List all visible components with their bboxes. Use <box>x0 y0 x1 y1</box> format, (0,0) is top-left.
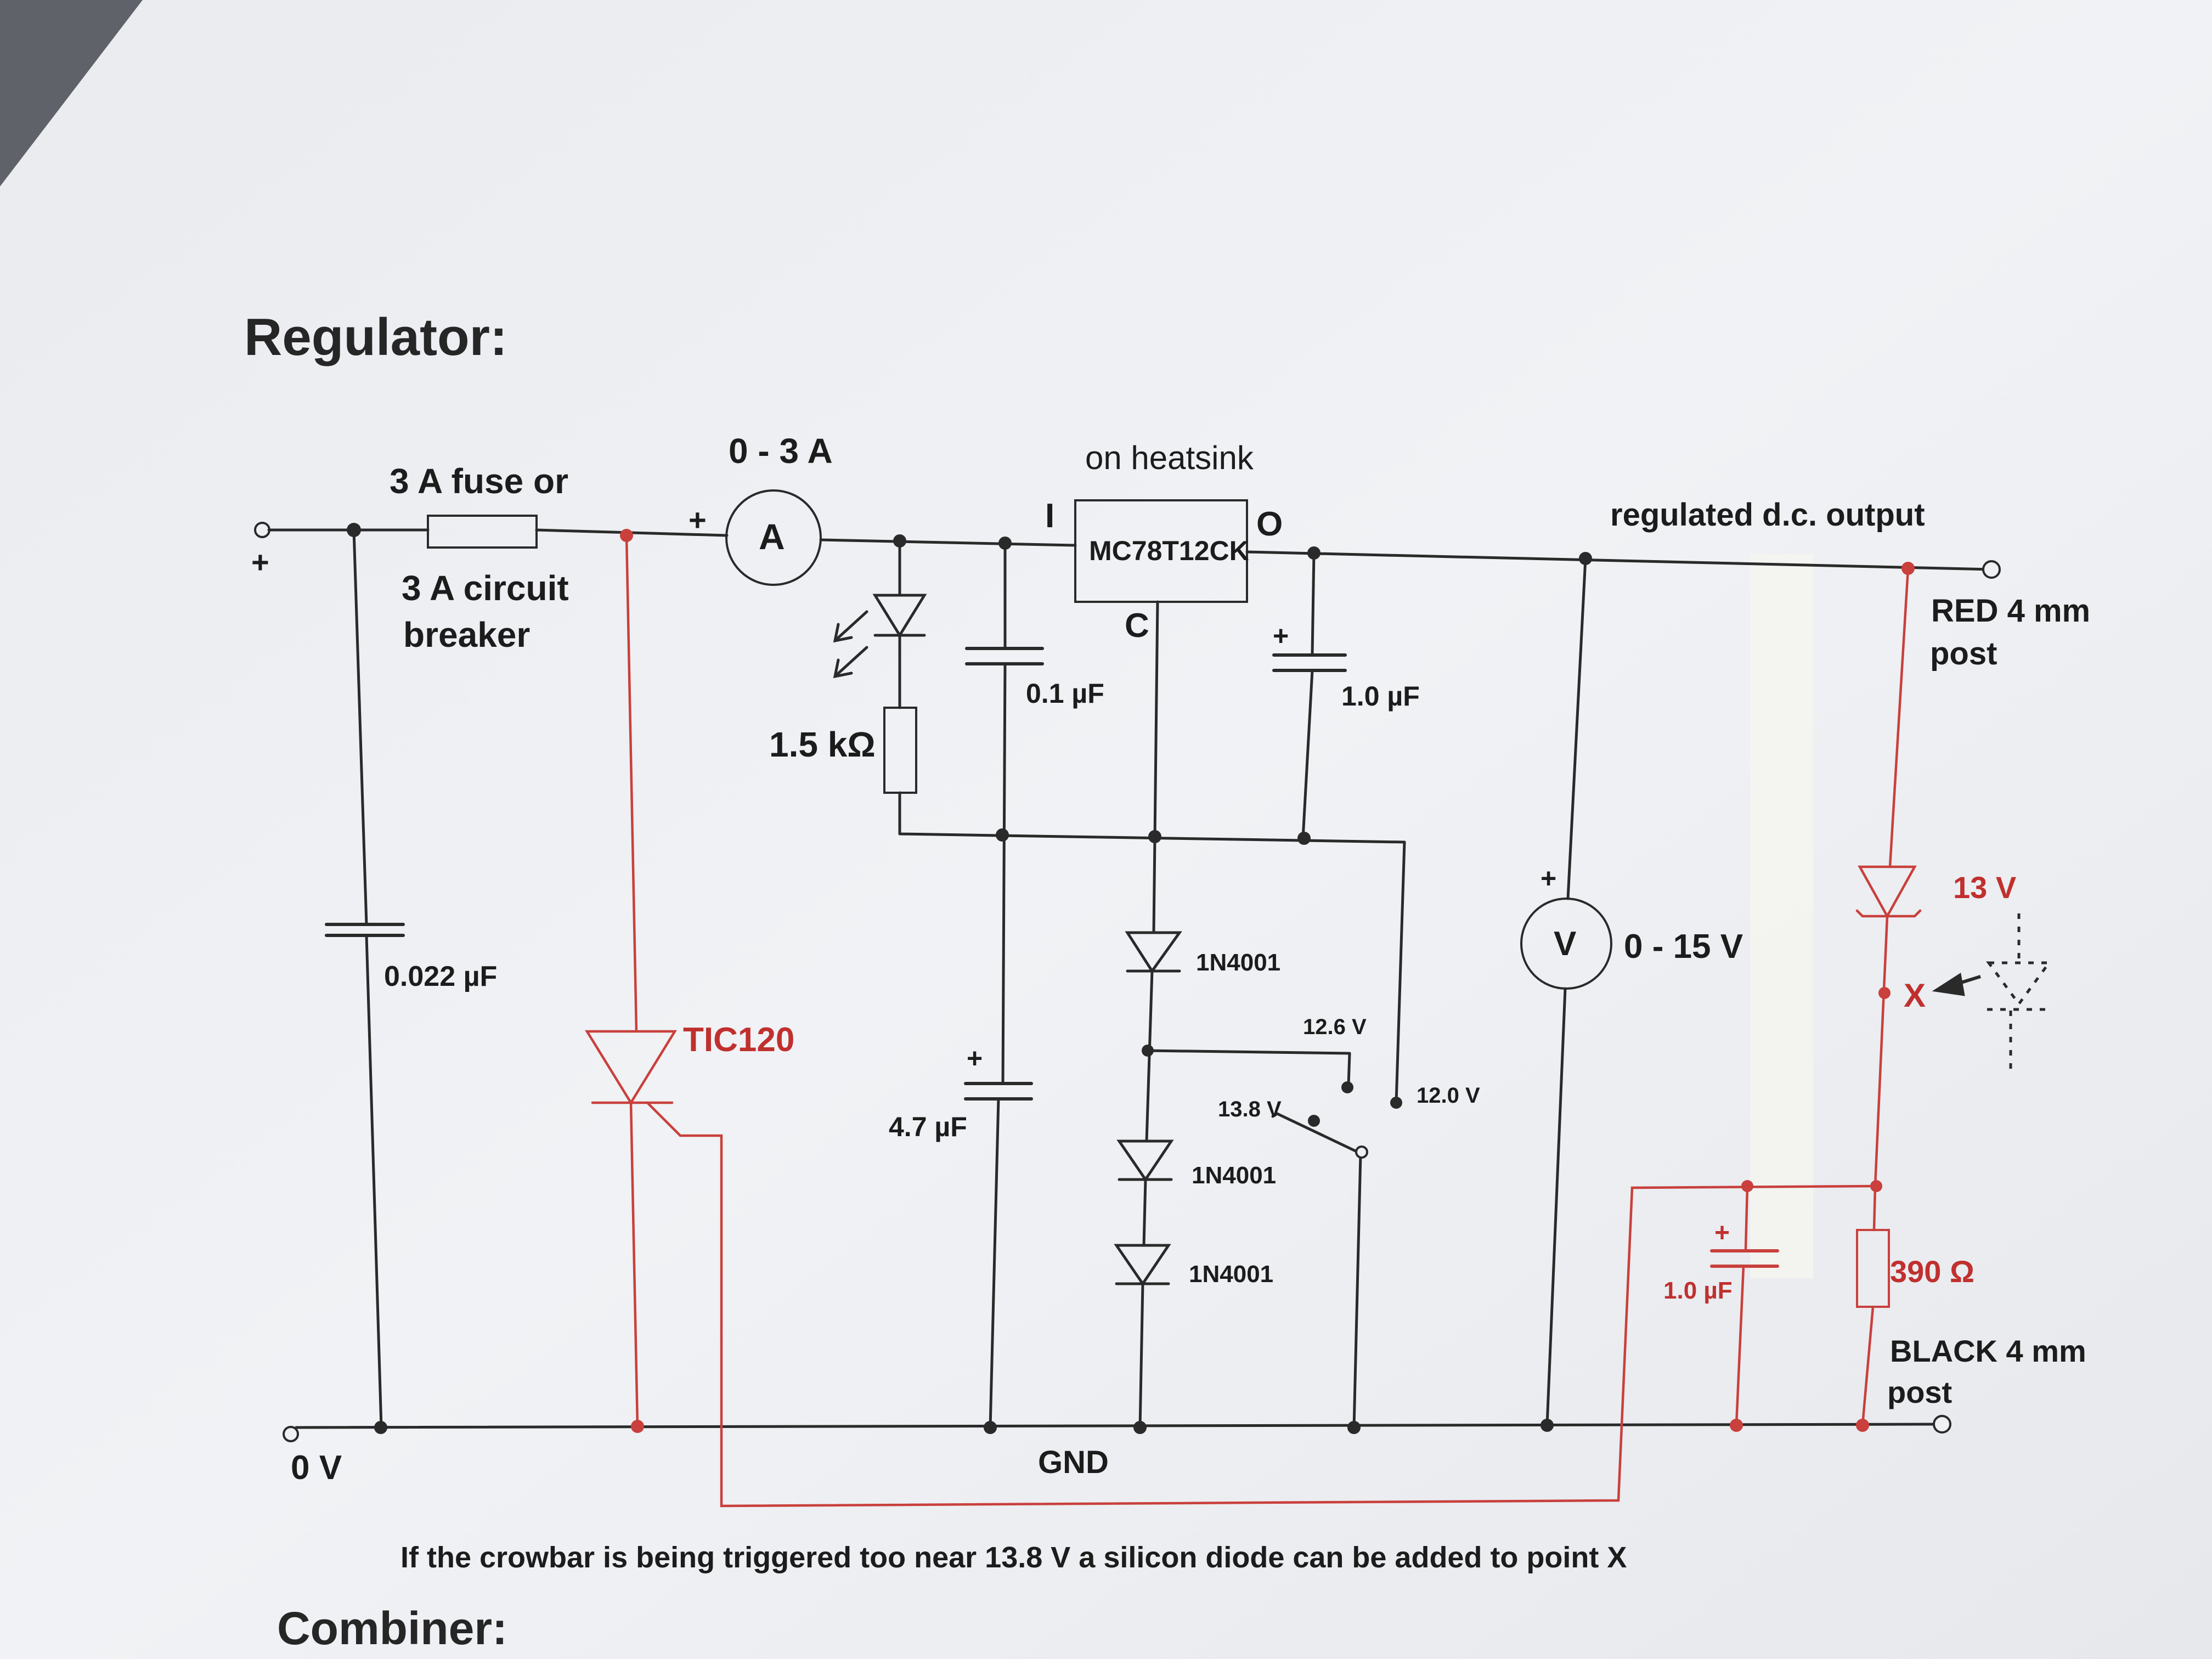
cap-10-crowbar-label: 1.0 µF <box>1663 1277 1733 1304</box>
resistor-15k-label: 1.5 kΩ <box>769 725 876 764</box>
regulator-common-label: C <box>1125 607 1149 645</box>
tape-strip <box>1750 554 1813 1278</box>
ammeter-circle <box>725 489 822 586</box>
cap-47-label: 4.7 µF <box>889 1111 967 1142</box>
output-terminal <box>1982 560 2001 579</box>
zero-v-label: 0 V <box>291 1449 342 1487</box>
red-post-label-1: RED 4 mm <box>1931 593 2091 629</box>
thyristor-label: TIC120 <box>683 1021 795 1059</box>
point-x-label: X <box>1904 977 1926 1014</box>
black-wires <box>254 489 2001 1442</box>
combiner-heading: Combiner: <box>277 1602 507 1654</box>
cap-0022-label: 0.022 µF <box>384 961 498 992</box>
voltmeter-range: 0 - 15 V <box>1624 928 1743 966</box>
diode-3-label: 1N4001 <box>1189 1261 1274 1288</box>
regulator-part: MC78T12CK <box>1089 535 1249 566</box>
input-plus: + <box>251 545 269 579</box>
cap-plus-a: + <box>1273 620 1289 651</box>
ammeter-range: 0 - 3 A <box>729 431 833 471</box>
diode-1-label: 1N4001 <box>1196 949 1281 976</box>
ground-terminal-left <box>283 1426 299 1442</box>
cap-10-out-label: 1.0 µF <box>1341 681 1420 712</box>
voltmeter-symbol: V <box>1554 925 1577 963</box>
cap-01-label: 0.1 µF <box>1026 678 1104 709</box>
heatsink-label: on heatsink <box>1085 439 1254 476</box>
regulator-output-label: O <box>1256 505 1283 543</box>
tap-120-label: 12.0 V <box>1417 1084 1480 1108</box>
input-terminal <box>254 522 270 538</box>
voltmeter-plus: + <box>1541 863 1557 894</box>
point-x-arrow <box>1932 973 1981 996</box>
ammeter-symbol: A <box>759 516 785 557</box>
page-heading: Regulator: <box>244 308 507 366</box>
regulator-input-label: I <box>1045 497 1055 535</box>
cap-plus-b: + <box>967 1043 983 1074</box>
tap-138-label: 13.8 V <box>1218 1097 1282 1121</box>
gnd-label: GND <box>1038 1444 1109 1480</box>
output-title: regulated d.c. output <box>1610 497 1925 533</box>
cap-plus-c: + <box>1714 1218 1730 1248</box>
red-post-label-2: post <box>1930 636 1997 672</box>
diode-2-label: 1N4001 <box>1192 1162 1277 1189</box>
fuse-label-1: 3 A fuse or <box>390 461 568 501</box>
zener-label: 13 V <box>1953 870 2017 905</box>
ground-terminal-right <box>1933 1415 1951 1434</box>
black-junctions <box>347 523 1592 1434</box>
ammeter-plus: + <box>689 503 707 537</box>
resistor-390-label: 390 Ω <box>1890 1254 1974 1289</box>
tap-126-label: 12.6 V <box>1303 1015 1367 1039</box>
red-junctions <box>620 529 1915 1433</box>
black-post-label-1: BLACK 4 mm <box>1890 1334 2086 1368</box>
fuse-label-2: 3 A circuit <box>402 568 569 608</box>
optional-diode <box>1986 913 2052 1070</box>
red-crowbar-wires <box>584 534 1922 1508</box>
fuse-label-3: breaker <box>403 615 531 654</box>
black-post-label-2: post <box>1887 1375 1953 1409</box>
footnote: If the crowbar is being triggered too ne… <box>400 1541 1627 1574</box>
fuse-symbol <box>427 515 538 549</box>
